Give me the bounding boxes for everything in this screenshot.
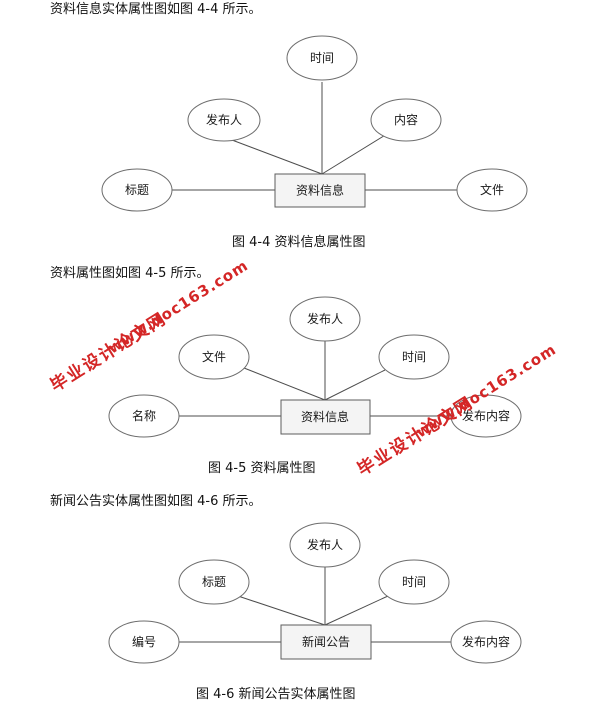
attribute-label: 标题: [125, 183, 149, 197]
attribute-ellipse: [178, 334, 250, 380]
edge-entity-1-attr-2: [223, 136, 323, 175]
attribute-ellipse: [378, 559, 450, 605]
watermark-site-name: 毕业设计论文网: [354, 392, 478, 480]
caption-figure-4-5: 图 4-5 资料属性图: [208, 461, 316, 476]
attribute-ellipse: [450, 394, 522, 438]
attribute-ellipse: [289, 296, 361, 342]
edge-entity-2-attr-3: [324, 369, 386, 401]
diagram-figure-4-5: 资料信息 发布人 文件 时间 名称 发布内容: [108, 296, 522, 438]
entity-label: 资料信息: [301, 409, 349, 424]
attribute-label: 发布内容: [462, 634, 510, 649]
attribute-label: 标题: [202, 575, 226, 589]
edge-entity-3-attr-2: [228, 592, 326, 626]
attribute-ellipse: [101, 168, 173, 212]
attribute-ellipse: [378, 334, 450, 380]
attribute-label: 名称: [132, 408, 156, 423]
diagram-figure-4-6: 新闻公告 发布人 标题 时间 编号 发布内容: [108, 522, 522, 664]
paragraph-figure-4-6-intro: 新闻公告实体属性图如图 4-6 所示。: [50, 494, 262, 509]
attribute-label: 时间: [310, 51, 334, 65]
entity-box: [274, 173, 366, 208]
attribute-ellipse: [370, 98, 442, 142]
entity-label: 新闻公告: [302, 634, 350, 649]
attribute-label: 发布内容: [462, 408, 510, 423]
attribute-ellipse: [286, 35, 358, 81]
attribute-label: 文件: [480, 182, 504, 197]
caption-figure-4-4: 图 4-4 资料信息属性图: [232, 235, 366, 250]
attribute-ellipse: [187, 98, 261, 142]
watermark-site-name: 毕业设计论文网: [47, 308, 171, 396]
attribute-label: 发布人: [206, 112, 242, 127]
paragraph-figure-4-4-intro: 资料信息实体属性图如图 4-4 所示。: [50, 2, 262, 17]
attribute-label: 内容: [394, 112, 418, 127]
attribute-label: 发布人: [307, 311, 343, 326]
attribute-label: 时间: [402, 350, 426, 364]
attribute-ellipse: [450, 620, 522, 664]
entity-box: [280, 399, 371, 435]
attribute-label: 编号: [132, 634, 156, 649]
attribute-label: 发布人: [307, 537, 343, 552]
attribute-label: 文件: [202, 349, 226, 364]
attribute-ellipse: [108, 394, 180, 438]
attribute-ellipse: [178, 559, 250, 605]
attribute-ellipse: [456, 168, 528, 212]
attribute-label: 时间: [402, 575, 426, 589]
caption-figure-4-6: 图 4-6 新闻公告实体属性图: [196, 687, 356, 702]
edge-entity-3-attr-3: [324, 595, 389, 626]
edge-entity-2-attr-2: [243, 367, 326, 401]
attribute-ellipse: [289, 522, 361, 568]
diagram-figure-4-4: 资料信息 时间 发布人 内容 标题 文件: [101, 35, 528, 212]
attribute-ellipse: [108, 620, 180, 664]
entity-box: [280, 624, 372, 660]
entity-label: 资料信息: [296, 183, 344, 198]
paragraph-figure-4-5-intro: 资料属性图如图 4-5 所示。: [50, 266, 210, 281]
edge-entity-1-attr-3: [321, 133, 388, 175]
